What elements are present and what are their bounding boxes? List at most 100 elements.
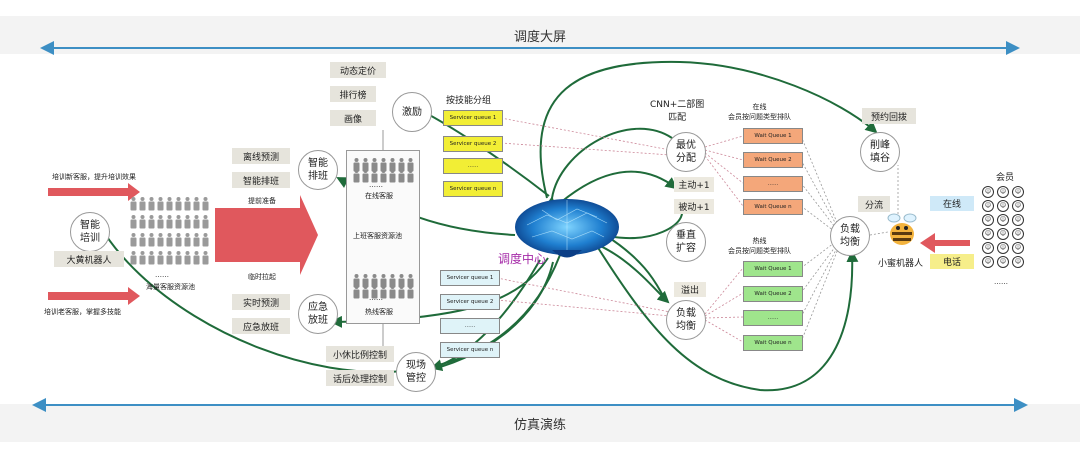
member-face-icon: ☺ [982, 256, 994, 268]
wait-queue-online-1: Wait Queue 1 [743, 128, 803, 144]
person-icon [362, 168, 369, 183]
member-faces: ☺☺☺☺☺☺☺☺☺☺☺☺☺☺☺☺☺☺ [982, 186, 1030, 276]
person-icon [371, 168, 378, 183]
person-icon [202, 214, 209, 229]
person-icon [380, 157, 387, 172]
load-balance-circle[interactable]: 负载 均衡 [666, 300, 706, 340]
diversion-tag: 分流 [858, 196, 890, 212]
online-pool-panel: …… 在线客服 上班客服资源池 …… 热线客服 [346, 150, 420, 324]
online-channel: 在线 [930, 196, 974, 211]
best-match-circle[interactable]: 最优 分配 [666, 132, 706, 172]
online-queue-title: 在线 会员按问题类型排队 [728, 103, 791, 121]
member-face-icon: ☺ [982, 200, 994, 212]
member-face-icon: ☺ [997, 186, 1009, 198]
active-plus-tag: 主动+1 [674, 177, 714, 192]
wait-queue-online-dots: …… [743, 176, 803, 192]
overflow-label: 溢出 [680, 286, 699, 296]
after-process-label: 话后处理控制 [332, 374, 387, 385]
peak-shaving-circle[interactable]: 削峰 填谷 [860, 132, 900, 172]
member-face-icon: ☺ [982, 186, 994, 198]
bottom-banner-title: 仿真演练 [513, 417, 566, 433]
diversion-label: 分流 [864, 200, 883, 211]
person-icon [389, 273, 396, 288]
dispatch-center-label: 调度中心 [498, 252, 547, 266]
dynamic-pricing-tag: 动态定价 [330, 62, 386, 78]
emergency-circle-label: 应急 放班 [308, 302, 328, 326]
person-icon [389, 168, 396, 183]
person-icon [407, 284, 414, 299]
person-icon [407, 273, 414, 288]
best-match-label: 最优 分配 [676, 140, 696, 164]
member-face-icon: ☺ [997, 214, 1009, 226]
person-icon [202, 232, 209, 247]
smart-schedule-label: 智能排班 [242, 176, 279, 187]
person-icon [175, 250, 182, 265]
hotline-service-queue-dots: …… [440, 318, 500, 334]
realtime-forecast-label: 实时预测 [242, 298, 279, 309]
person-icon [148, 196, 155, 211]
emergency-schedule-tag: 应急放班 [232, 318, 290, 334]
online-pool-label: 上班客服资源池 [353, 232, 402, 240]
person-icon [193, 196, 200, 211]
ranking-label: 排行榜 [339, 90, 367, 101]
person-icon [362, 284, 369, 299]
dynamic-pricing-label: 动态定价 [339, 66, 376, 77]
person-icon [202, 250, 209, 265]
onsite-circle[interactable]: 现场 管控 [396, 352, 436, 392]
smart-schedule-circle[interactable]: 智能 排班 [298, 150, 338, 190]
member-face-icon: ☺ [982, 242, 994, 254]
smart-train-circle[interactable]: 智能 培训 [70, 212, 110, 252]
wait-queue-hotline-2: Wait Queue 2 [743, 286, 803, 302]
vertical-scale-circle[interactable]: 垂直 扩容 [666, 222, 706, 262]
member-face-icon: ☺ [1012, 242, 1024, 254]
online-cs-label: 在线客服 [365, 192, 393, 200]
person-icon [398, 284, 405, 299]
members-label: 会员 [996, 173, 1015, 183]
online-service-queue-dots: …… [443, 158, 503, 174]
person-icon [166, 232, 173, 247]
member-face-icon: ☺ [982, 214, 994, 226]
emergency-circle[interactable]: 应急 放班 [298, 294, 338, 334]
member-face-icon: ☺ [997, 200, 1009, 212]
queue-label: Wait Queue 1 [754, 133, 792, 139]
queue-label: Wait Queue n [754, 204, 792, 210]
train-old-label: 培训老客服，掌握多技能 [44, 308, 121, 316]
person-icon [407, 168, 414, 183]
member-face-icon: ☺ [1012, 200, 1024, 212]
person-icon [193, 214, 200, 229]
online-channel-label: 在线 [942, 200, 961, 210]
person-icon [353, 157, 360, 172]
incentive-circle[interactable]: 激励 [392, 92, 432, 132]
person-icon [398, 273, 405, 288]
hotline-service-queue-n: Servicer queue n [440, 342, 500, 358]
person-icon [184, 196, 191, 211]
person-icon [157, 232, 164, 247]
queue-label: Servicer queue n [446, 347, 494, 353]
appointment-label: 预约回拨 [870, 112, 907, 123]
passive-plus-label: 被动+1 [678, 203, 710, 213]
person-icon [362, 157, 369, 172]
member-face-icon: ☺ [1012, 186, 1024, 198]
red-arrow-pool [215, 195, 318, 275]
person-icon [371, 157, 378, 172]
person-icon [166, 250, 173, 265]
person-icon [389, 284, 396, 299]
pool-label: 海量客服资源池 [146, 283, 195, 291]
appointment-tag: 预约回拨 [862, 108, 916, 124]
emergency-schedule-label: 应急放班 [242, 322, 279, 333]
person-icon [139, 250, 146, 265]
person-icon [371, 284, 378, 299]
load-balance-label: 负载 均衡 [676, 308, 696, 332]
phone-channel: 电话 [930, 254, 974, 269]
person-icon [157, 250, 164, 265]
person-icon [175, 196, 182, 211]
queue-label: Wait Queue n [754, 340, 792, 346]
person-icon [130, 250, 137, 265]
person-icon [362, 273, 369, 288]
person-icon [193, 250, 200, 265]
load-balance-2-circle[interactable]: 负载 均衡 [830, 216, 870, 256]
brain-icon [515, 199, 619, 258]
person-icon [193, 232, 200, 247]
person-icon [166, 196, 173, 211]
person-icon [380, 284, 387, 299]
